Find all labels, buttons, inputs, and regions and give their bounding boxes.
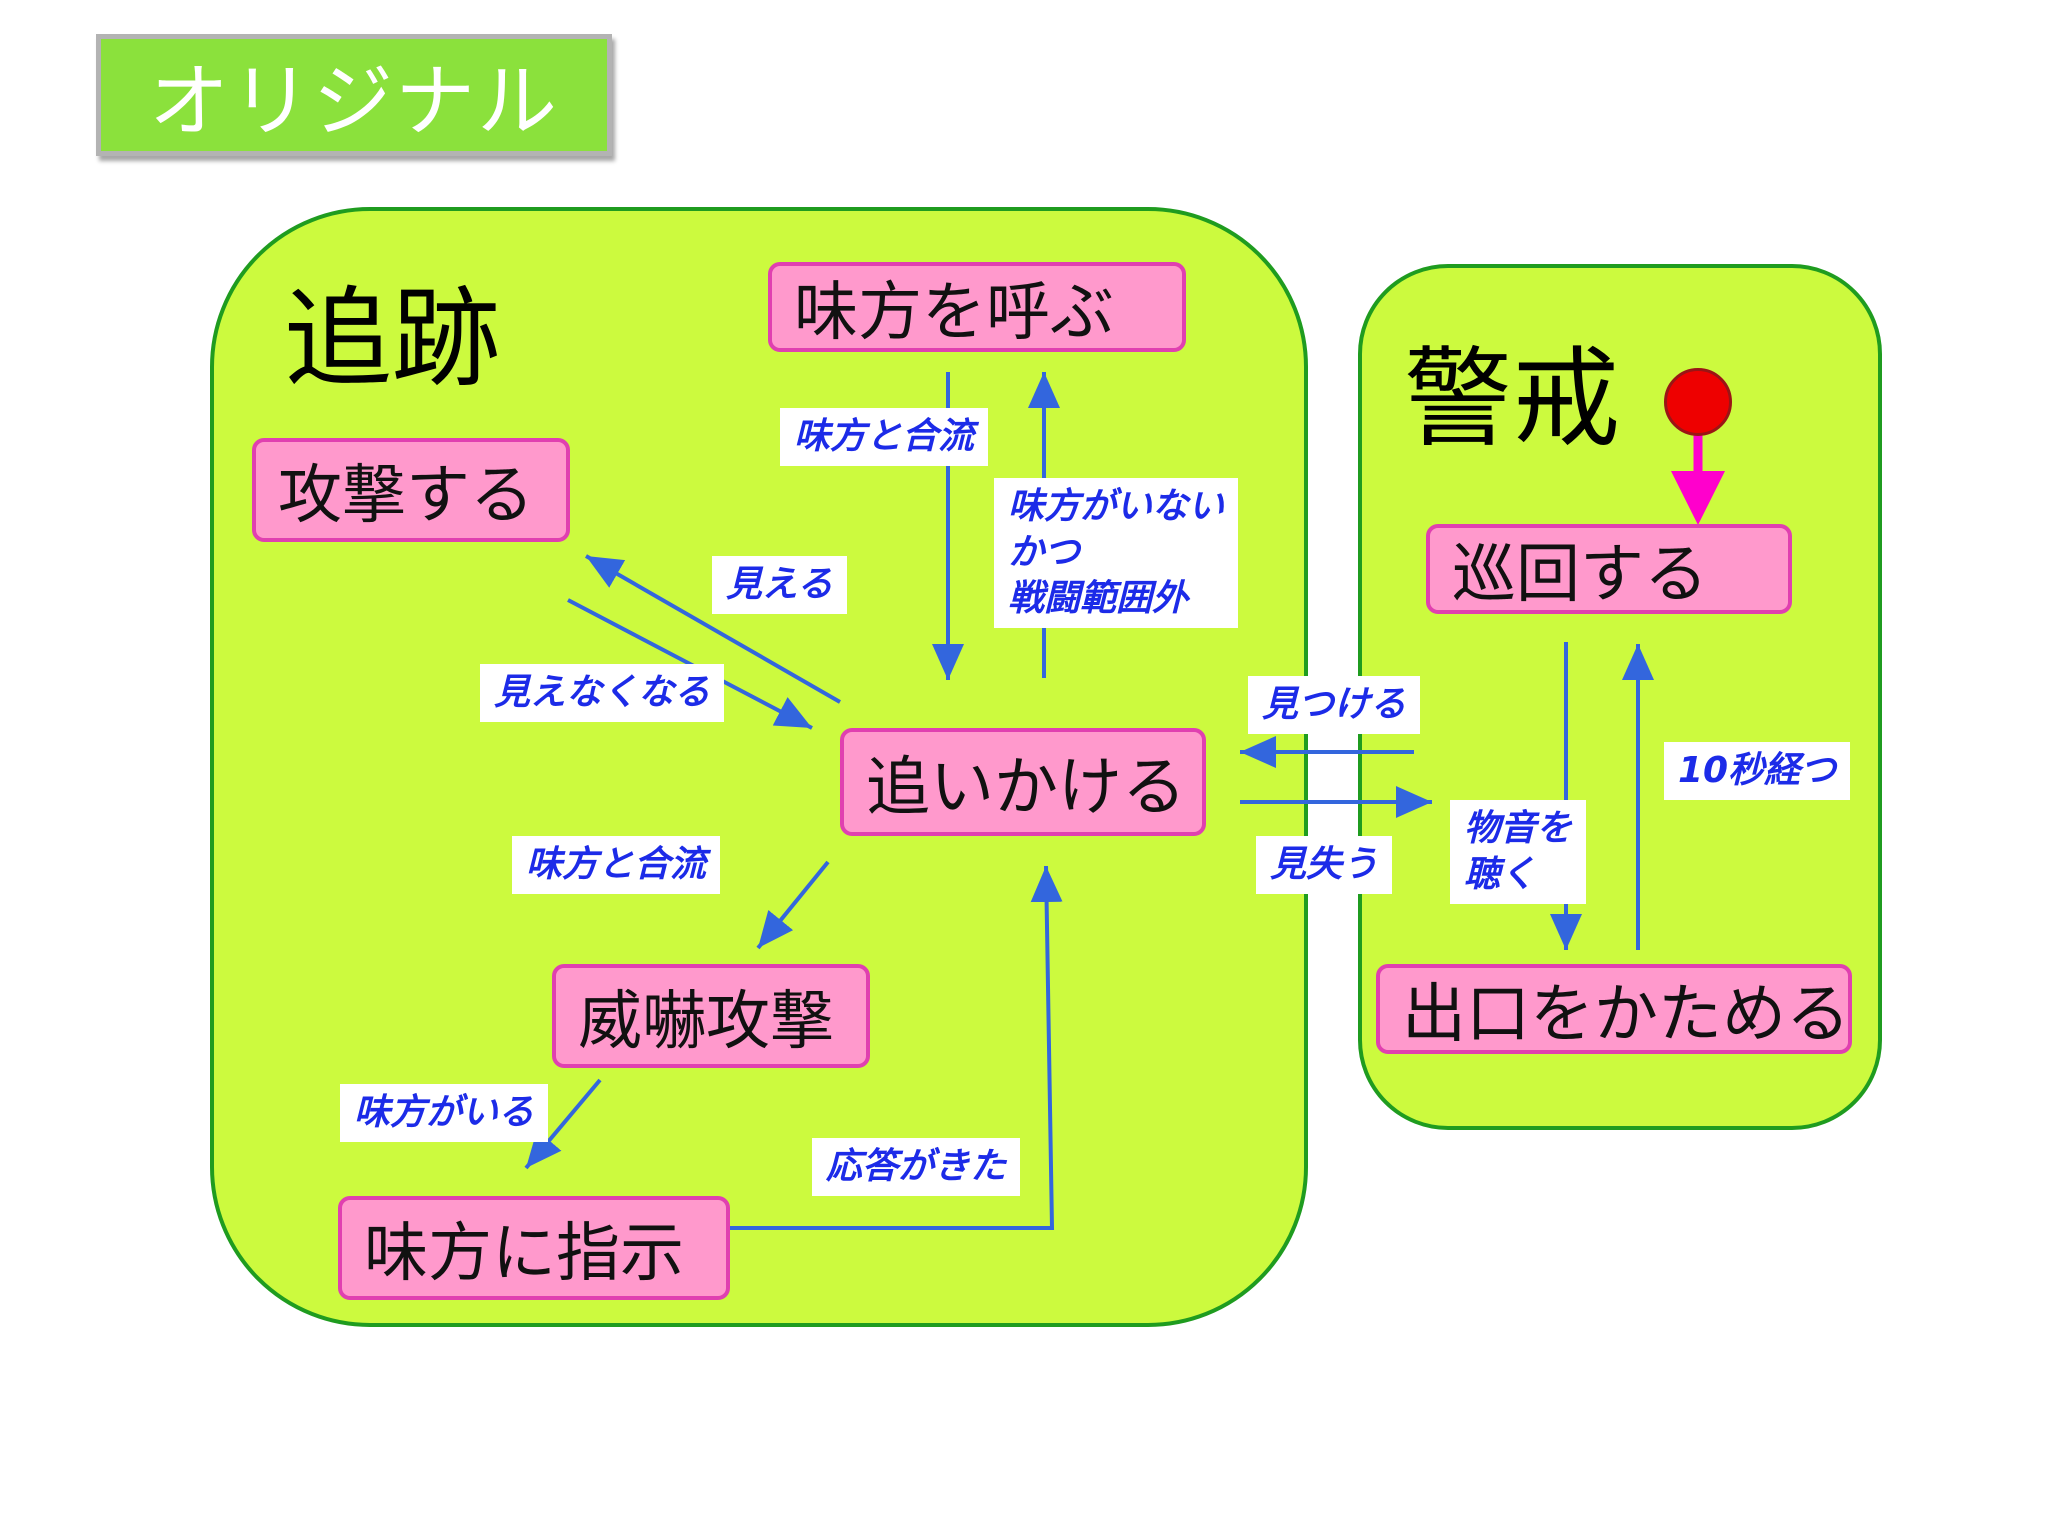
initial-state-dot <box>1664 368 1732 436</box>
state-call-allies: 味方を呼ぶ <box>768 262 1186 352</box>
state-guard-exit: 出口をかためる <box>1376 964 1852 1054</box>
state-pursue: 追いかける <box>840 728 1206 836</box>
state-intimidate: 威嚇攻撃 <box>552 964 870 1068</box>
state-instruct: 味方に指示 <box>338 1196 730 1300</box>
label-have-allies: 味方がいる <box>340 1084 549 1142</box>
arrow-pursue-to-attack <box>585 554 841 704</box>
label-no-allies: 味方がいない かつ 戦闘範囲外 <box>994 478 1239 628</box>
arrow-intimidate-to-instruct <box>524 1078 602 1170</box>
label-not-visible: 見えなくなる <box>480 664 725 722</box>
label-visible: 見える <box>712 556 847 614</box>
state-attack: 攻撃する <box>252 438 570 542</box>
arrow-pursue-to-intimidate <box>756 860 830 950</box>
chase-region-title: 追跡 <box>284 277 501 402</box>
slide-title: オリジナル <box>96 34 612 156</box>
state-patrol: 巡回する <box>1426 524 1792 614</box>
label-join-top: 味方と合流 <box>780 408 989 466</box>
label-hear: 物音を 聴く <box>1450 800 1587 904</box>
alert-region-title: 警戒 <box>1404 337 1621 462</box>
label-join-left: 味方と合流 <box>512 836 721 894</box>
label-find: 見つける <box>1248 676 1421 734</box>
label-reply: 応答がきた <box>812 1138 1021 1196</box>
label-ten-sec: 10秒経つ <box>1664 742 1851 800</box>
label-lose: 見失う <box>1256 836 1393 894</box>
arrow-instruct-to-pursue <box>730 865 1063 1230</box>
